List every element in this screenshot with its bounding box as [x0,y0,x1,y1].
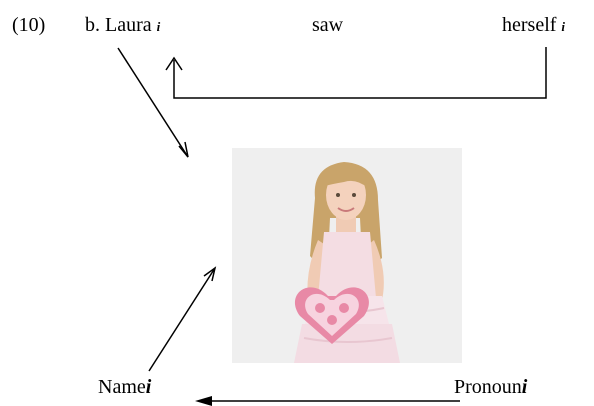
arrowhead-laura-to-photo [178,141,189,158]
herself-text: herself [502,14,557,36]
pronoun-index: i [521,376,528,398]
pronoun-label: Pronouni [454,375,527,399]
example-word-herself: herself i [502,13,565,39]
pronoun-text: Pronoun [454,376,522,398]
arrowhead-herself-to-laura [165,56,183,71]
arrow-name-to-photo [148,267,216,372]
name-text: Name [98,376,146,398]
example-word-saw: saw [312,14,344,36]
herself-index: i [561,19,566,34]
example-number: (10) [12,14,46,36]
example-word-laura: b. Laura i [85,13,160,39]
name-label: Namei [98,375,151,399]
laura-text: b. Laura [85,14,152,36]
girl-photo [232,148,462,363]
arrow-herself-to-laura [173,47,547,99]
arrowhead-pronoun-to-name [195,396,212,406]
name-index: i [145,376,152,398]
girl-illustration [232,148,462,363]
laura-index: i [156,19,161,34]
arrowhead-name-to-photo [203,266,217,282]
arrow-laura-to-photo [117,47,189,158]
